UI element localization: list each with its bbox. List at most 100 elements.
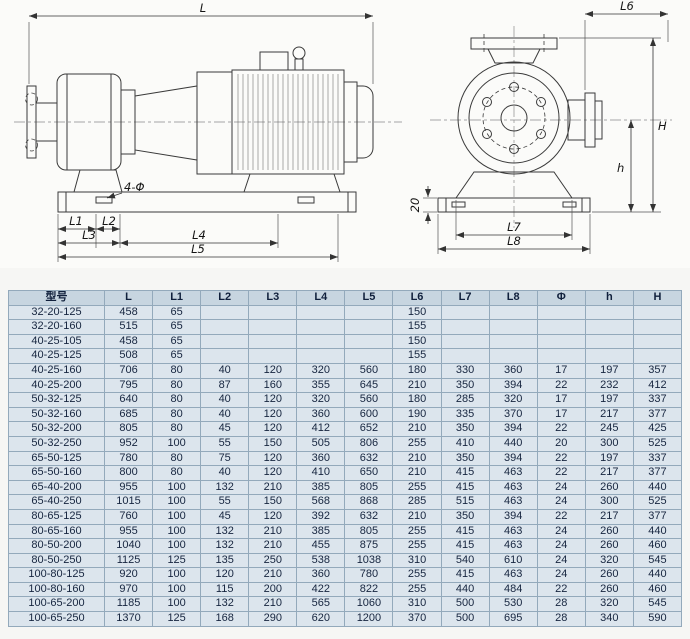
value-cell: 150 [248,435,298,452]
value-cell: 285 [392,494,442,510]
value-cell: 525 [632,435,683,452]
column-header: L1 [152,290,202,306]
column-header: Φ [536,290,586,306]
dim-label-L2: L2 [102,214,116,228]
value-cell: 210 [248,523,298,540]
dim-label-L8: L8 [507,234,521,248]
value-cell: 24 [536,494,586,510]
model-cell: 80-50-250 [8,552,105,569]
model-cell: 80-50-200 [8,538,105,554]
value-cell: 255 [392,479,442,496]
value-cell: 40 [200,465,250,481]
value-cell: 800 [103,465,154,481]
value-cell: 260 [584,523,634,540]
dim-label-foot-height: 20 [408,198,422,213]
value-cell [248,333,298,350]
value-cell: 1185 [103,596,154,613]
value-cell: 394 [488,377,538,394]
value-cell: 24 [536,479,586,496]
pump-outline-drawing: 4-Φ L L1 L2 L3 L4 [0,0,690,268]
value-cell: 377 [632,508,683,525]
column-header: h [584,290,634,306]
value-cell: 440 [632,479,683,496]
value-cell [584,304,634,321]
value-cell: 330 [440,362,490,379]
value-cell: 360 [296,567,346,583]
value-cell: 970 [103,581,154,598]
value-cell: 255 [392,538,442,554]
dim-label-L3: L3 [82,228,96,242]
model-cell: 32-20-125 [8,304,105,321]
value-cell: 22 [536,421,586,437]
value-cell: 952 [103,435,154,452]
value-cell [632,319,683,335]
value-cell: 455 [296,538,346,554]
model-cell: 40-25-160 [8,362,105,379]
value-cell: 100 [152,581,202,598]
value-cell: 706 [103,362,154,379]
value-cell: 28 [536,596,586,613]
value-cell: 65 [152,304,202,321]
value-cell: 412 [296,421,346,437]
value-cell: 392 [296,508,346,525]
value-cell: 458 [103,304,154,321]
value-cell: 540 [440,552,490,569]
value-cell: 620 [296,611,346,627]
value-cell: 190 [392,406,442,423]
value-cell: 100 [152,596,202,613]
value-cell: 135 [200,552,250,569]
value-cell: 232 [584,377,634,394]
value-cell: 415 [440,538,490,554]
value-cell: 80 [152,377,202,394]
value-cell: 632 [344,508,394,525]
value-cell: 463 [488,465,538,481]
value-cell [248,304,298,321]
value-cell: 806 [344,435,394,452]
value-cell: 80 [152,421,202,437]
model-cell: 50-32-200 [8,421,105,437]
value-cell [248,319,298,335]
value-cell: 320 [584,596,634,613]
value-cell: 337 [632,392,683,408]
value-cell: 40 [200,362,250,379]
value-cell: 310 [392,552,442,569]
value-cell: 508 [103,348,154,364]
dim-label-H: H [658,119,667,133]
side-view-drawing: 4-Φ L L1 L2 L3 L4 [14,1,402,262]
value-cell [488,304,538,321]
model-cell: 40-25-200 [8,377,105,394]
model-cell: 100-65-200 [8,596,105,613]
value-cell: 210 [248,538,298,554]
value-cell: 155 [392,348,442,364]
value-cell: 1370 [103,611,154,627]
model-cell: 100-80-125 [8,567,105,583]
value-cell: 415 [440,465,490,481]
value-cell: 460 [632,538,683,554]
value-cell: 500 [440,611,490,627]
dim-label-L: L [200,1,206,15]
value-cell: 377 [632,465,683,481]
value-cell: 197 [584,450,634,467]
value-cell: 100 [152,435,202,452]
value-cell [536,304,586,321]
value-cell: 652 [344,421,394,437]
value-cell: 695 [488,611,538,627]
value-cell: 1038 [344,552,394,569]
value-cell: 210 [392,450,442,467]
value-cell: 822 [344,581,394,598]
value-cell: 760 [103,508,154,525]
value-cell: 425 [632,421,683,437]
value-cell: 355 [296,377,346,394]
value-cell [584,319,634,335]
model-cell: 32-20-160 [8,319,105,335]
